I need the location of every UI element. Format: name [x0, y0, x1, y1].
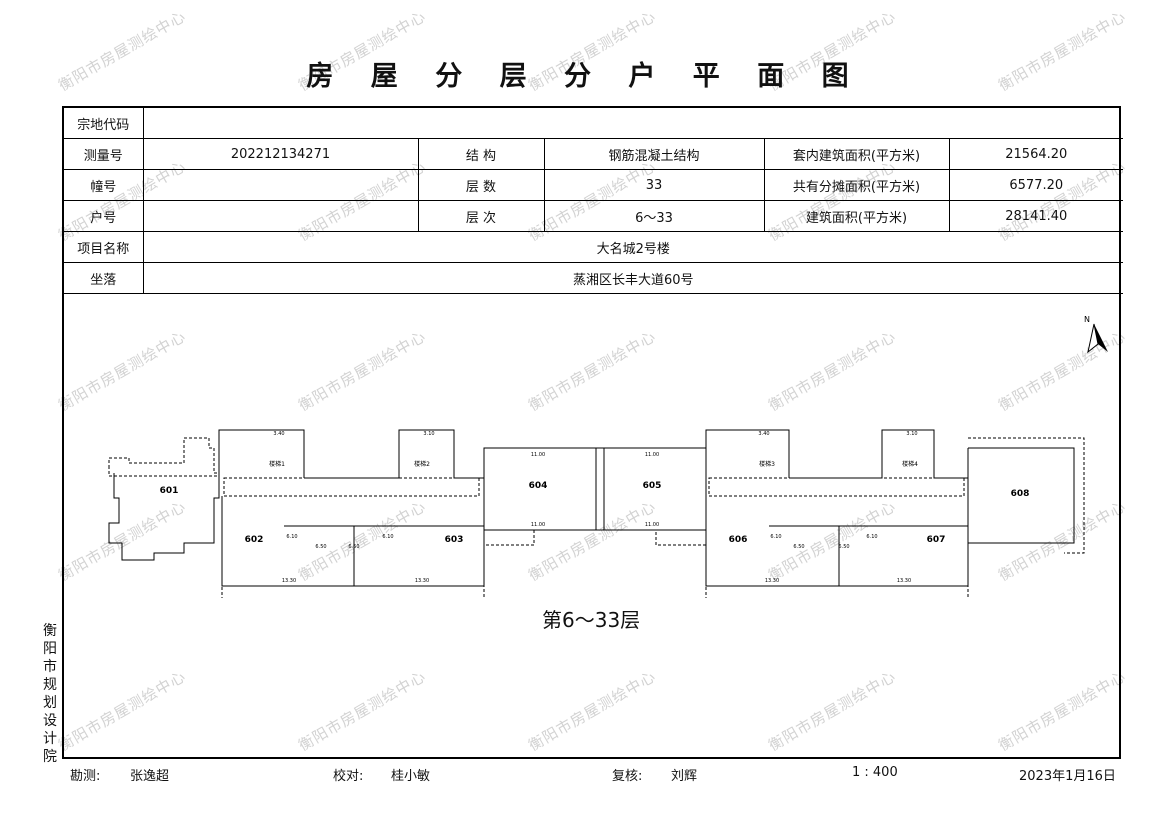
unit-label: 606	[729, 535, 748, 545]
inner-area-value: 21564.20	[948, 138, 1124, 170]
shared-area-value: 6577.20	[948, 169, 1124, 201]
location-value: 蒸湘区长丰大道60号	[142, 262, 1124, 294]
unit-label: 601	[160, 486, 179, 496]
floor-plan-area: 601 602 603 604 605 606 607 608 楼梯1 楼梯2 楼梯3 楼梯4 3.40…	[64, 298, 1119, 757]
dimension-label: 11.00	[531, 452, 545, 458]
dimension-label: 6.50	[838, 544, 849, 550]
unit-outline	[221, 448, 485, 587]
stair-outline	[789, 429, 968, 479]
unit-outline	[968, 447, 1075, 544]
stair-outline	[304, 429, 484, 479]
stair-label: 楼梯3	[759, 460, 775, 468]
stair-label: 楼梯4	[902, 460, 918, 468]
row-building: 幢号 层 数 33 共有分摊面积(平方米) 6577.20	[64, 169, 1124, 201]
reviewer-label: 复核:	[612, 769, 643, 784]
balcony-outline	[968, 437, 1085, 554]
checker-label: 校对:	[333, 769, 364, 784]
svg-text:N: N	[1084, 315, 1090, 324]
dimension-label: 13.30	[415, 578, 429, 584]
parcel-code-value	[142, 108, 1124, 139]
dimension-label: 3.10	[906, 431, 917, 437]
row-unit: 户号 层 次 6～33 建筑面积(平方米) 28141.40	[64, 200, 1124, 232]
page-title: 房 屋 分 层 分 户 平 面 图	[306, 61, 863, 92]
unit-label: 608	[1011, 489, 1030, 499]
unit-label: 605	[643, 481, 662, 491]
project-label: 项目名称	[64, 231, 144, 263]
building-no-value	[142, 169, 419, 201]
unit-label: 602	[245, 535, 264, 545]
dimension-label: 13.30	[897, 578, 911, 584]
stair-label: 楼梯1	[269, 460, 285, 468]
row-parcel-code: 宗地代码	[64, 108, 1124, 139]
unit-label: 603	[445, 535, 464, 545]
dimension-label: 6.50	[315, 544, 326, 550]
balcony-outline	[108, 437, 220, 477]
structure-label: 结 构	[417, 138, 545, 170]
floor-plan-drawing: 601 602 603 604 605 606 607 608 楼梯1 楼梯2 楼梯3 楼梯4 3.40…	[108, 429, 1085, 598]
surveyor-name: 张逸超	[130, 769, 170, 784]
checker-name: 桂小敏	[391, 769, 431, 784]
survey-no-value: 202212134271	[142, 138, 419, 170]
parcel-code-label: 宗地代码	[64, 108, 144, 139]
project-value: 大名城2号楼	[142, 231, 1124, 263]
dimension-label: 6.10	[866, 534, 877, 540]
unit-outline	[483, 447, 605, 531]
dimension-label: 11.00	[645, 522, 659, 528]
dimension-label: 13.30	[765, 578, 779, 584]
balcony-outline	[655, 529, 707, 546]
floor-range-label: 层 次	[417, 200, 545, 232]
location-label: 坐落	[64, 262, 144, 294]
dimension-label: 3.40	[273, 431, 284, 437]
row-project: 项目名称 大名城2号楼	[64, 231, 1124, 263]
reviewer-name: 刘辉	[671, 769, 698, 784]
unit-label: 604	[529, 481, 548, 491]
dimension-label: 11.00	[531, 522, 545, 528]
north-arrow-icon: N	[1084, 315, 1108, 354]
dimension-label: 6.10	[286, 534, 297, 540]
floors-label: 层 数	[417, 169, 545, 201]
stair-label: 楼梯2	[414, 460, 430, 468]
info-table: 宗地代码 测量号 202212134271 结 构 钢筋混凝土结构 套内建筑面积…	[64, 108, 1124, 294]
build-area-value: 28141.40	[948, 200, 1124, 232]
stair-outline	[218, 429, 305, 478]
dimension-label: 6.10	[382, 534, 393, 540]
corridor-outline	[708, 477, 965, 497]
balcony-outline	[221, 585, 485, 598]
dimension-label: 3.40	[758, 431, 769, 437]
dimension-label: 6.10	[770, 534, 781, 540]
side-institution-text: 衡阳市规划设计院	[43, 623, 57, 765]
dimension-label: 13.30	[282, 578, 296, 584]
balcony-outline	[705, 585, 969, 598]
inner-area-label: 套内建筑面积(平方米)	[763, 138, 950, 170]
unit-outline	[108, 473, 220, 561]
shared-area-label: 共有分摊面积(平方米)	[763, 169, 950, 201]
unit-outline	[705, 448, 969, 587]
dimension-label: 3.10	[423, 431, 434, 437]
survey-sheet: 宗地代码 测量号 202212134271 结 构 钢筋混凝土结构 套内建筑面积…	[62, 106, 1124, 759]
balcony-outline	[483, 529, 535, 546]
structure-value: 钢筋混凝土结构	[543, 138, 765, 170]
unit-no-label: 户号	[64, 200, 144, 232]
floor-range-value: 6～33	[543, 200, 765, 232]
row-location: 坐落 蒸湘区长丰大道60号	[64, 262, 1124, 294]
build-area-label: 建筑面积(平方米)	[763, 200, 950, 232]
dimension-label: 6.50	[793, 544, 804, 550]
stair-outline	[705, 429, 790, 478]
survey-no-label: 测量号	[64, 138, 144, 170]
date-text: 2023年1月16日	[1019, 769, 1116, 784]
row-survey: 测量号 202212134271 结 构 钢筋混凝土结构 套内建筑面积(平方米)…	[64, 138, 1124, 170]
surveyor-label: 勘测:	[70, 769, 101, 784]
corridor-outline	[223, 477, 480, 497]
building-no-label: 幢号	[64, 169, 144, 201]
floors-value: 33	[543, 169, 765, 201]
unit-no-value	[142, 200, 419, 232]
unit-label: 607	[927, 535, 946, 545]
scale-text: 1 : 400	[852, 765, 898, 780]
floor-range-caption: 第6～33层	[542, 608, 641, 632]
dimension-label: 11.00	[645, 452, 659, 458]
